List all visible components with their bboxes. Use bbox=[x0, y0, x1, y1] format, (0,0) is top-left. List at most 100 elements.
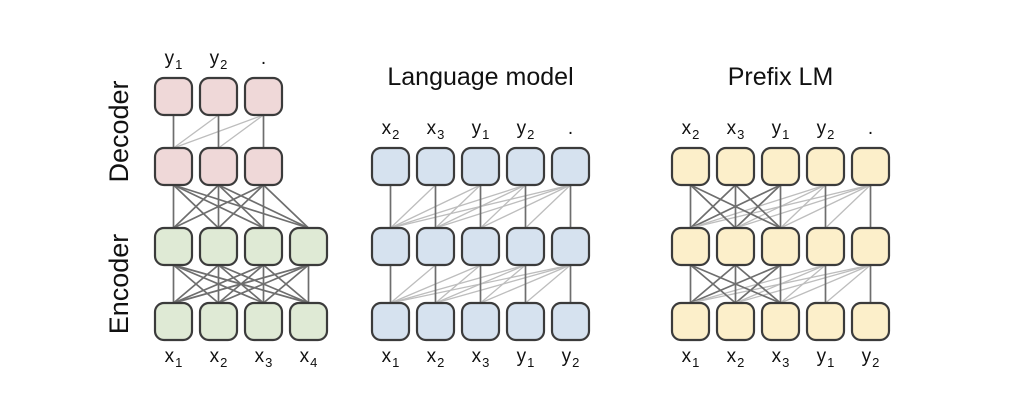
edge-line bbox=[172, 264, 265, 304]
prefix-lm-block-row1-col2 bbox=[760, 226, 801, 267]
edge-line bbox=[389, 184, 437, 229]
language-model-output-token-3: y2 bbox=[517, 118, 535, 142]
decoder-output-token-2: . bbox=[261, 48, 266, 69]
encoder-block-row1-col2 bbox=[243, 226, 284, 267]
language-model-block-row2-col0 bbox=[370, 146, 411, 187]
language-model-block-row0-col3 bbox=[505, 301, 546, 342]
prefix-lm-input-token-3: y1 bbox=[817, 346, 835, 370]
prefix-lm-input-token-2: x3 bbox=[772, 346, 790, 370]
prefix-lm-block-row0-col3 bbox=[805, 301, 846, 342]
prefix-lm-block-row0-col1 bbox=[715, 301, 756, 342]
prefix-lm-block-row2-col3 bbox=[805, 146, 846, 187]
language-model-block-row2-col4 bbox=[550, 146, 591, 187]
edge-line bbox=[479, 264, 527, 304]
prefix-lm-output-token-1: x3 bbox=[727, 118, 745, 142]
edge-line bbox=[217, 184, 310, 229]
language-model-input-token-0: x1 bbox=[382, 346, 400, 370]
language-model-block-row1-col0 bbox=[370, 226, 411, 267]
language-model-block-row1-col4 bbox=[550, 226, 591, 267]
decoder-block-row0-col2 bbox=[243, 146, 284, 187]
edge-line bbox=[689, 264, 737, 304]
language-model-output-token-2: y1 bbox=[472, 118, 490, 142]
prefix-lm-block-row1-col0 bbox=[670, 226, 711, 267]
prefix-lm-block-row2-col1 bbox=[715, 146, 756, 187]
edge-line bbox=[172, 114, 220, 149]
prefix-lm-output-token-4: . bbox=[868, 118, 873, 139]
edge-line bbox=[217, 264, 310, 304]
encoder-label: Encoder bbox=[104, 234, 134, 335]
encoder-input-token-0: x1 bbox=[165, 346, 183, 370]
encoder-block-row0-col1 bbox=[198, 301, 239, 342]
encoder-block-row0-col3 bbox=[288, 301, 329, 342]
edge-line bbox=[689, 184, 737, 229]
language-model-block-row2-col1 bbox=[415, 146, 456, 187]
edge-line bbox=[434, 264, 482, 304]
prefix-lm-block-row0-col4 bbox=[850, 301, 891, 342]
edge-line bbox=[779, 184, 827, 229]
decoder-label: Decoder bbox=[104, 80, 134, 182]
edge-line bbox=[734, 184, 782, 229]
edge-line bbox=[434, 184, 482, 229]
encoder-block-row0-col0 bbox=[153, 301, 194, 342]
prefix-lm-block-row0-col2 bbox=[760, 301, 801, 342]
decoder-output-token-0: y1 bbox=[165, 48, 183, 72]
encoder-block-row1-col1 bbox=[198, 226, 239, 267]
prefix-lm-title: Prefix LM bbox=[728, 63, 834, 91]
decoder-block-row0-col0 bbox=[153, 146, 194, 187]
edge-line bbox=[172, 184, 265, 229]
edge-line bbox=[734, 264, 782, 304]
prefix-lm-input-token-1: x2 bbox=[727, 346, 745, 370]
edge-line bbox=[172, 184, 310, 229]
edge-line bbox=[172, 264, 310, 304]
decoder-output-token-1: y2 bbox=[210, 48, 228, 72]
encoder-input-token-1: x2 bbox=[210, 346, 228, 370]
edge-line bbox=[217, 114, 265, 149]
language-model-block-row0-col1 bbox=[415, 301, 456, 342]
language-model-block-row2-col2 bbox=[460, 146, 501, 187]
edge-line bbox=[262, 264, 310, 304]
blocks-layer bbox=[153, 76, 891, 342]
edge-line bbox=[172, 184, 220, 229]
language-model-block-row1-col1 bbox=[415, 226, 456, 267]
language-model-input-token-4: y2 bbox=[562, 346, 580, 370]
edge-line bbox=[262, 184, 310, 229]
prefix-lm-block-row2-col0 bbox=[670, 146, 711, 187]
edge-line bbox=[779, 264, 827, 304]
edge-line bbox=[524, 264, 572, 304]
language-model-output-token-4: . bbox=[568, 118, 573, 139]
edge-line bbox=[689, 264, 782, 304]
language-model-block-row0-col4 bbox=[550, 301, 591, 342]
decoder-block-row0-col1 bbox=[198, 146, 239, 187]
decoder-block-row1-col2 bbox=[243, 76, 284, 117]
language-model-output-token-0: x2 bbox=[382, 118, 400, 142]
encoder-input-token-3: x4 bbox=[300, 346, 318, 370]
encoder-block-row1-col3 bbox=[288, 226, 329, 267]
encoder-input-token-2: x3 bbox=[255, 346, 273, 370]
prefix-lm-block-row1-col3 bbox=[805, 226, 846, 267]
decoder-block-row1-col0 bbox=[153, 76, 194, 117]
edge-line bbox=[389, 264, 437, 304]
language-model-title: Language model bbox=[387, 63, 573, 91]
language-model-block-row1-col2 bbox=[460, 226, 501, 267]
language-model-input-token-3: y1 bbox=[517, 346, 535, 370]
prefix-lm-block-row1-col1 bbox=[715, 226, 756, 267]
language-model-block-row0-col2 bbox=[460, 301, 501, 342]
encoder-block-row0-col2 bbox=[243, 301, 284, 342]
decoder-block-row1-col1 bbox=[198, 76, 239, 117]
edge-line bbox=[172, 264, 220, 304]
edge-line bbox=[479, 184, 527, 229]
connection-edges bbox=[172, 114, 872, 304]
language-model-input-token-2: x3 bbox=[472, 346, 490, 370]
prefix-lm-input-token-4: y2 bbox=[862, 346, 880, 370]
prefix-lm-block-row0-col0 bbox=[670, 301, 711, 342]
prefix-lm-block-row1-col4 bbox=[850, 226, 891, 267]
language-model-block-row2-col3 bbox=[505, 146, 546, 187]
prefix-lm-input-token-0: x1 bbox=[682, 346, 700, 370]
edge-line bbox=[524, 184, 572, 229]
prefix-lm-block-row2-col4 bbox=[850, 146, 891, 187]
language-model-block-row0-col0 bbox=[370, 301, 411, 342]
prefix-lm-block-row2-col2 bbox=[760, 146, 801, 187]
